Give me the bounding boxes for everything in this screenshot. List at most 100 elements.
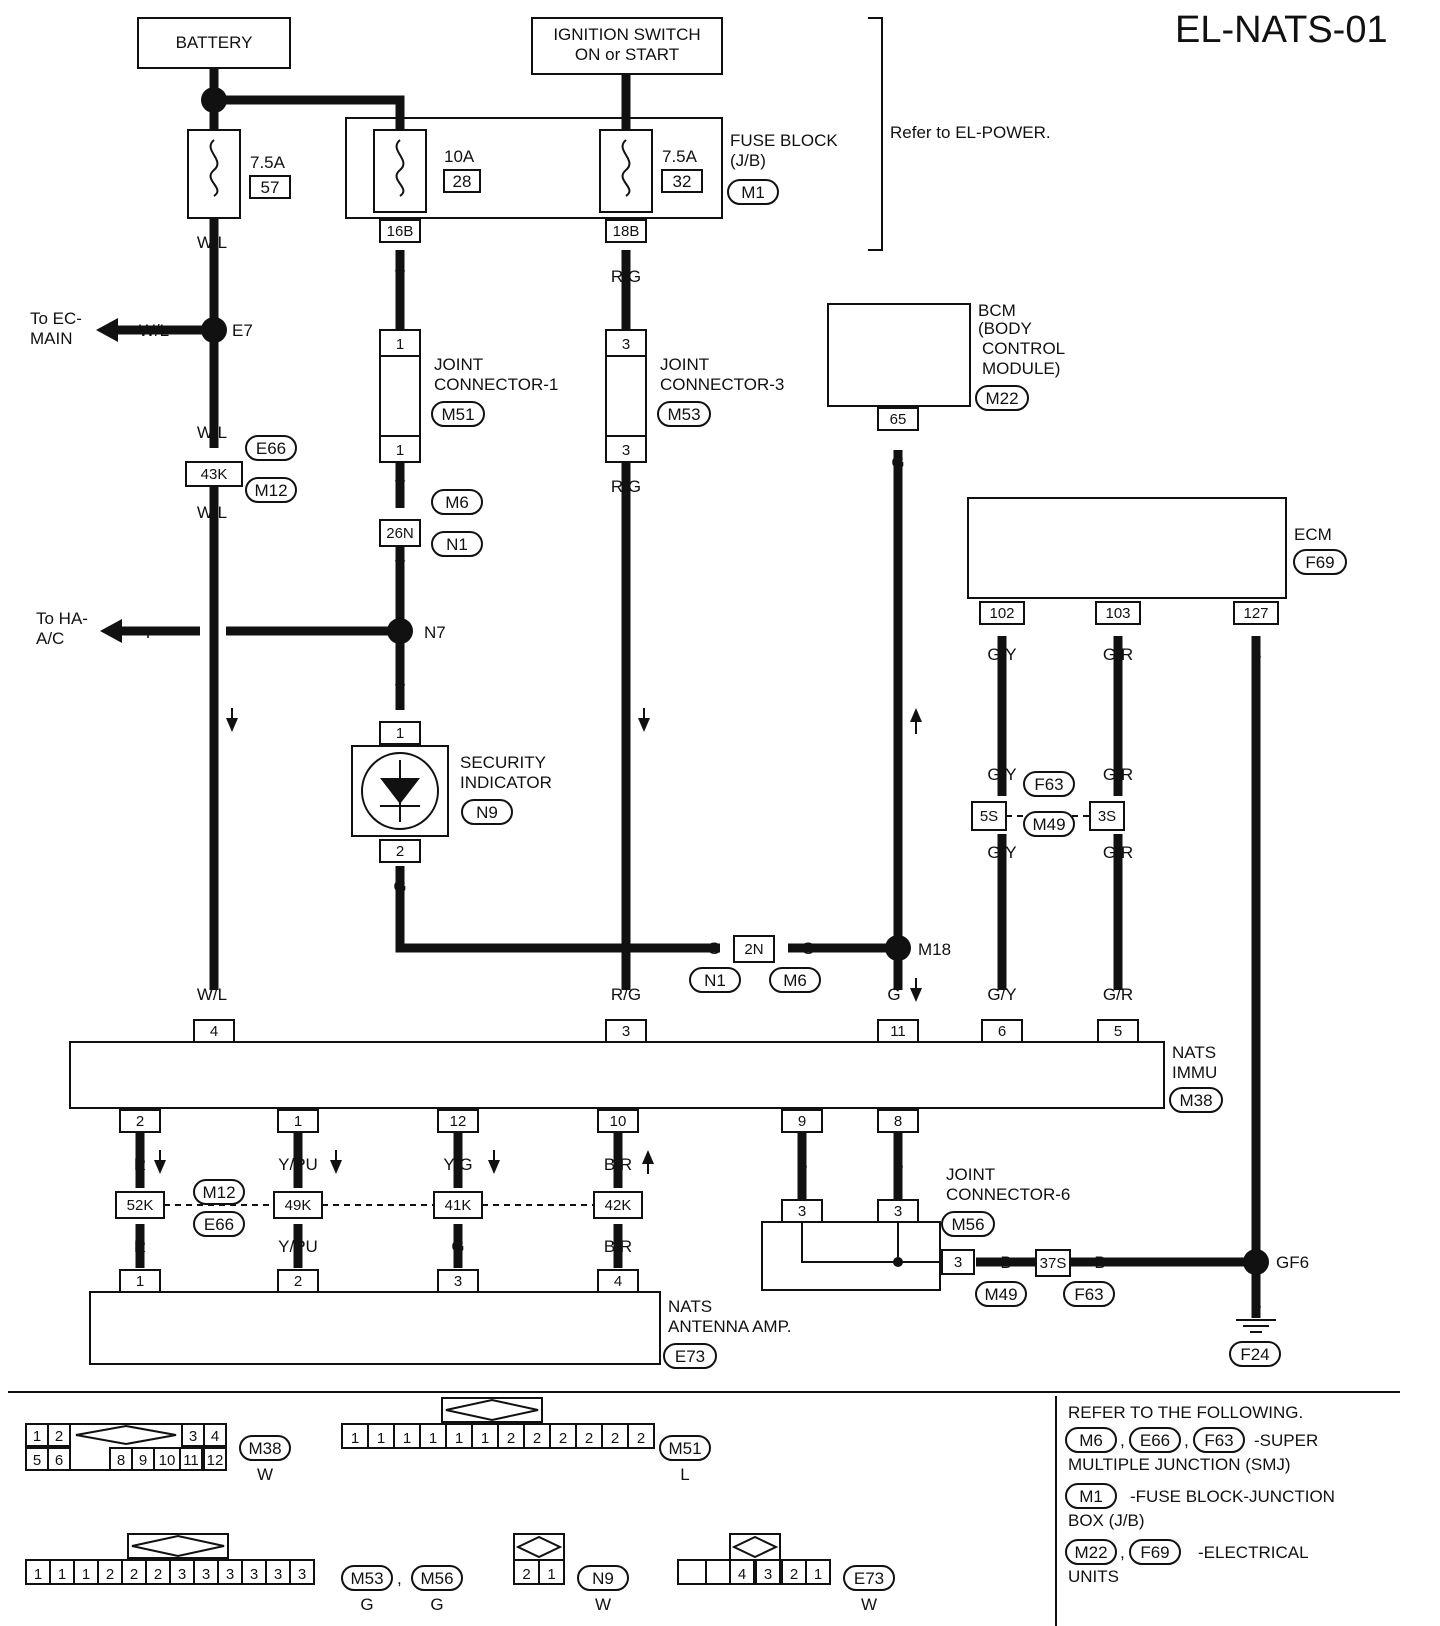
m53-id: M53 xyxy=(350,1569,383,1588)
m53-cell xyxy=(193,1559,219,1585)
svg-text:18B: 18B xyxy=(613,223,640,240)
svg-text:4: 4 xyxy=(614,1273,622,1290)
battery-label: BATTERY xyxy=(176,33,253,52)
m53-cell-label: 1 xyxy=(82,1566,90,1583)
m56-id: M56 xyxy=(420,1569,453,1588)
e73-cell-label: 4 xyxy=(738,1566,746,1583)
svg-text:2: 2 xyxy=(136,1113,144,1130)
ecm-pin-127: 127 xyxy=(1243,605,1268,622)
joint1-label-1: JOINT xyxy=(434,355,483,374)
m53-comma: , xyxy=(397,1569,402,1588)
m51-color: L xyxy=(680,1465,689,1484)
m38-cell-label: 12 xyxy=(207,1452,224,1469)
n9-cell-label: 2 xyxy=(522,1566,530,1583)
ignition-label-1: IGNITION SWITCH xyxy=(553,25,700,44)
battery-junction-dot xyxy=(201,87,227,113)
bcm-box xyxy=(827,303,971,407)
fuse-28-amp: 10A xyxy=(444,147,475,166)
svg-text:N1: N1 xyxy=(446,535,468,554)
security-label-2: INDICATOR xyxy=(460,773,552,792)
svg-text:G/Y: G/Y xyxy=(987,765,1016,784)
m51-cell-label: 1 xyxy=(429,1430,437,1447)
svg-text:F63: F63 xyxy=(1204,1431,1233,1450)
joint1-pin-top: 1 xyxy=(396,336,404,353)
e73-cell-label: 1 xyxy=(814,1566,822,1583)
bcm-label-3: CONTROL xyxy=(982,339,1065,358)
e73-cell xyxy=(677,1559,707,1585)
svg-text:41K: 41K xyxy=(445,1197,472,1214)
m51-cell-label: 2 xyxy=(559,1430,567,1447)
svg-text:M49: M49 xyxy=(984,1285,1017,1304)
m51-cell xyxy=(575,1423,603,1449)
m51-cell-label: 2 xyxy=(507,1430,515,1447)
fuse-57-body xyxy=(187,129,241,219)
offpage-ha-2: A/C xyxy=(36,629,64,648)
svg-text:G/Y: G/Y xyxy=(987,985,1016,1004)
e73-cell xyxy=(729,1559,755,1585)
m53-cell-label: 3 xyxy=(202,1566,210,1583)
fuse-32-box xyxy=(661,169,703,193)
svg-text:-SUPER: -SUPER xyxy=(1254,1431,1318,1450)
security-pin-1: 1 xyxy=(396,725,404,742)
svg-text:R/G: R/G xyxy=(611,985,641,1004)
svg-text:R: R xyxy=(134,1237,146,1256)
e73-cell xyxy=(805,1559,831,1585)
n9-cell xyxy=(538,1559,565,1585)
joint3-connector: M53 xyxy=(667,405,700,424)
svg-text:N1: N1 xyxy=(704,971,726,990)
joint1-label-2: CONNECTOR-1 xyxy=(434,375,558,394)
m53-cell-label: 3 xyxy=(178,1566,186,1583)
joint3-label-1: JOINT xyxy=(660,355,709,374)
svg-text:11: 11 xyxy=(890,1023,906,1040)
svg-text:B: B xyxy=(892,1155,903,1174)
joint3-pin-bot: 3 xyxy=(622,442,630,459)
m53-cell-label: 2 xyxy=(154,1566,162,1583)
svg-text:Y: Y xyxy=(394,267,405,286)
ecm-connector: F69 xyxy=(1305,553,1334,572)
svg-text:MULTIPLE JUNCTION (SMJ): MULTIPLE JUNCTION (SMJ) xyxy=(1068,1455,1291,1474)
m38-cell-label: 11 xyxy=(183,1452,199,1469)
svg-text:12: 12 xyxy=(450,1113,467,1130)
fuse-32-num: 32 xyxy=(673,172,692,191)
m38-cell-label: 1 xyxy=(33,1428,41,1445)
svg-text:43K: 43K xyxy=(201,466,228,483)
svg-text:M49: M49 xyxy=(1032,815,1065,834)
m53-key-icon xyxy=(131,1534,225,1558)
svg-text:M1: M1 xyxy=(1079,1487,1103,1506)
svg-text:3S: 3S xyxy=(1098,808,1116,825)
m38-cell-label: 9 xyxy=(139,1452,147,1469)
junction-m18-dot xyxy=(885,935,911,961)
svg-text:W/L: W/L xyxy=(197,423,227,442)
svg-text:M6: M6 xyxy=(783,971,807,990)
svg-text:-ELECTRICAL: -ELECTRICAL xyxy=(1198,1543,1309,1562)
joint1-connector: M51 xyxy=(441,405,474,424)
m38-cell-label: 10 xyxy=(159,1452,176,1469)
svg-text:10: 10 xyxy=(610,1113,627,1130)
svg-text:M12: M12 xyxy=(202,1183,235,1202)
m38-badge xyxy=(239,1435,291,1461)
svg-text:G/R: G/R xyxy=(1103,645,1133,664)
joint3-pin-top: 3 xyxy=(622,336,630,353)
svg-text:Y: Y xyxy=(142,623,153,642)
m51-badge xyxy=(659,1435,711,1461)
m51-key-icon xyxy=(445,1398,539,1422)
m38-key-icon xyxy=(75,1424,177,1446)
m38-id: M38 xyxy=(248,1439,281,1458)
svg-text:W/L: W/L xyxy=(197,985,227,1004)
junction-n7-dot xyxy=(387,618,413,644)
m38-frame xyxy=(25,1423,227,1471)
joint6-label-2: CONNECTOR-6 xyxy=(946,1185,1070,1204)
m53-cell-label: 3 xyxy=(250,1566,258,1583)
svg-text:52K: 52K xyxy=(127,1197,154,1214)
joint-connector-1 xyxy=(379,329,421,463)
bcm-label-4: MODULE) xyxy=(982,359,1060,378)
m53-cell xyxy=(289,1559,315,1585)
svg-text:G/R: G/R xyxy=(1103,843,1133,862)
svg-text:F63: F63 xyxy=(1074,1285,1103,1304)
svg-text:Y: Y xyxy=(394,681,405,700)
m51-cell xyxy=(445,1423,473,1449)
joint3-label-2: CONNECTOR-3 xyxy=(660,375,784,394)
e73-cell xyxy=(755,1559,781,1585)
n9-key-icon xyxy=(515,1535,563,1559)
